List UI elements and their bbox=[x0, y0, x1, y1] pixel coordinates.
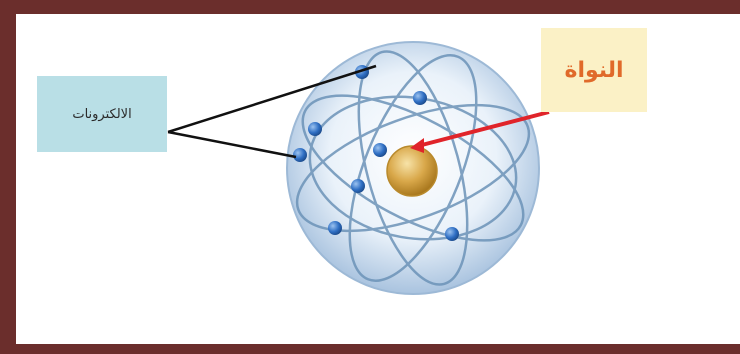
electron bbox=[293, 148, 307, 162]
electron bbox=[413, 91, 427, 105]
electrons-pointer-line bbox=[168, 132, 296, 157]
electrons-label: الالكترونات bbox=[37, 76, 167, 152]
nucleus bbox=[387, 146, 437, 196]
electron bbox=[328, 221, 342, 235]
nucleus-label: النواة bbox=[541, 28, 647, 112]
electron bbox=[308, 122, 322, 136]
electron bbox=[445, 227, 459, 241]
electron bbox=[373, 143, 387, 157]
electron bbox=[351, 179, 365, 193]
